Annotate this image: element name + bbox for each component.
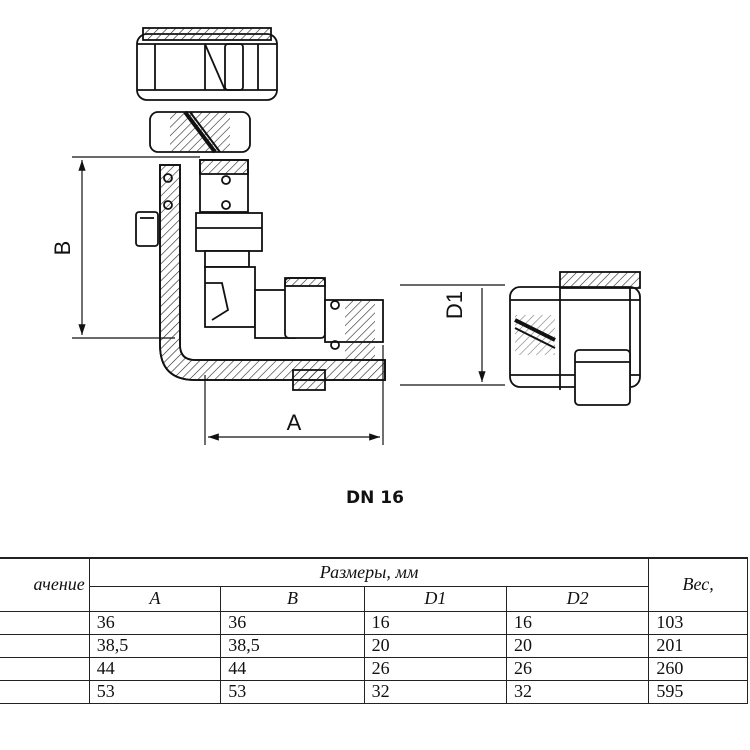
table-row: 38,5 38,5 20 20 201 <box>0 633 748 658</box>
weight-header: Вес, <box>648 557 748 612</box>
cell-a: 38,5 <box>88 633 222 658</box>
cell-d2: 16 <box>505 610 650 635</box>
cell-designation <box>0 610 90 635</box>
dimension-lines <box>72 156 505 445</box>
table-row: 44 44 26 26 260 <box>0 656 748 681</box>
header-b: B <box>220 585 365 612</box>
cell-d2: 20 <box>505 633 650 658</box>
top-split-ring <box>149 110 251 154</box>
side-nut-view <box>509 271 641 406</box>
table-row: 53 53 32 32 595 <box>0 679 748 704</box>
cell-d1: 16 <box>363 610 508 635</box>
cell-b: 36 <box>220 610 365 635</box>
fitting-drawing: B A D1 <box>50 27 641 445</box>
elbow-body <box>135 159 386 391</box>
cell-weight: 103 <box>648 610 748 635</box>
cell-weight: 260 <box>648 656 748 681</box>
header-d2: D2 <box>505 585 650 612</box>
cell-d2: 32 <box>505 679 650 704</box>
cell-weight: 201 <box>648 633 748 658</box>
cell-a: 36 <box>88 610 222 635</box>
cell-designation <box>0 633 90 658</box>
table-row: 36 36 16 16 103 <box>0 610 748 635</box>
cell-b: 53 <box>220 679 365 704</box>
cell-d1: 20 <box>363 633 508 658</box>
dimensions-table: ачение Размеры, мм Вес, A B D1 D2 36 36 … <box>0 557 748 704</box>
designation-header: ачение <box>0 557 90 612</box>
cell-designation <box>0 656 90 681</box>
cell-d1: 32 <box>363 679 508 704</box>
cell-a: 44 <box>88 656 222 681</box>
top-compression-nut <box>136 27 278 101</box>
dimension-a-label: A <box>287 410 302 435</box>
cell-designation <box>0 679 90 704</box>
header-d1: D1 <box>363 585 508 612</box>
sizes-group-header: Размеры, мм <box>88 557 650 587</box>
cell-a: 53 <box>88 679 222 704</box>
drawing-caption: DN 16 <box>346 488 404 508</box>
cell-d1: 26 <box>363 656 508 681</box>
cell-b: 44 <box>220 656 365 681</box>
dimension-b-label: B <box>50 241 75 256</box>
cell-d2: 26 <box>505 656 650 681</box>
cell-b: 38,5 <box>220 633 365 658</box>
cell-weight: 595 <box>648 679 748 704</box>
header-a: A <box>88 585 222 612</box>
dimension-d1-label: D1 <box>442 291 467 319</box>
